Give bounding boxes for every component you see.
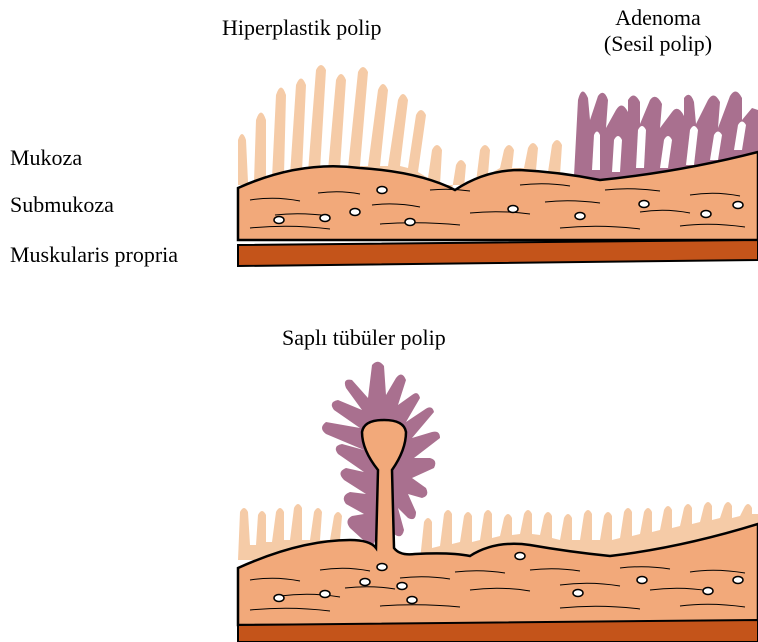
- top-muscularis-propria: [238, 240, 758, 266]
- top-panel: [238, 65, 758, 266]
- bottom-muscularis-propria: [238, 620, 758, 642]
- bottom-panel: [238, 362, 758, 642]
